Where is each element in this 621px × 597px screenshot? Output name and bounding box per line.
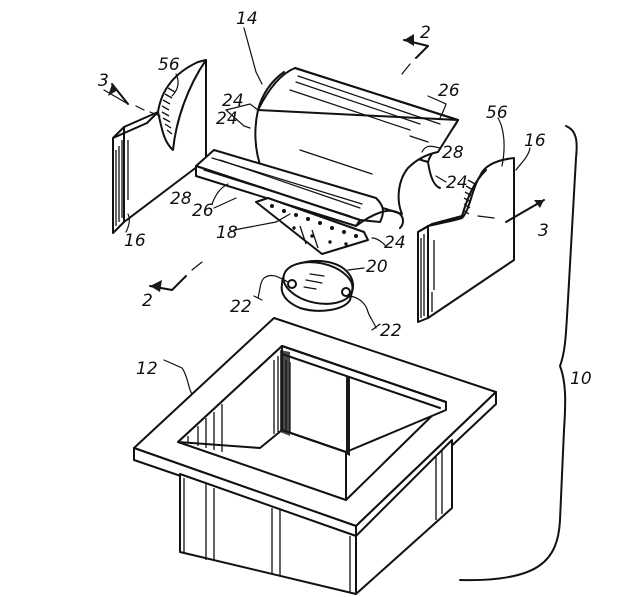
channel-tray bbox=[195, 149, 404, 229]
base-box bbox=[133, 317, 497, 595]
label-12: 12 bbox=[136, 359, 158, 379]
label-10: 10 bbox=[570, 369, 592, 389]
label-22-right: 22 bbox=[380, 321, 402, 341]
section-lines bbox=[103, 34, 545, 292]
label-16-left: 16 bbox=[124, 231, 146, 251]
label-26-left: 26 bbox=[192, 201, 214, 221]
left-end-panel bbox=[112, 59, 207, 234]
leader-lines bbox=[125, 27, 531, 395]
label-24-a: 24 bbox=[222, 91, 244, 111]
label-20: 20 bbox=[366, 257, 388, 277]
label-24-right: 24 bbox=[446, 173, 468, 193]
label-2-bottom: 2 bbox=[142, 291, 153, 311]
label-28-left: 28 bbox=[170, 189, 192, 209]
sensor-disc bbox=[253, 260, 381, 331]
right-end-panel bbox=[417, 157, 515, 323]
mounting-bracket bbox=[255, 197, 369, 255]
label-22-left: 22 bbox=[230, 297, 252, 317]
label-56-left: 56 bbox=[158, 55, 180, 75]
label-14: 14 bbox=[236, 9, 258, 29]
label-26-top: 26 bbox=[438, 81, 460, 101]
label-56-right: 56 bbox=[486, 103, 508, 123]
label-24-b: 24 bbox=[216, 109, 238, 129]
assembly-brace bbox=[459, 125, 578, 582]
label-24-bottom: 24 bbox=[384, 233, 406, 253]
label-2-top: 2 bbox=[420, 23, 431, 43]
label-3-right: 3 bbox=[538, 221, 549, 241]
label-18: 18 bbox=[216, 223, 238, 243]
reference-labels: 14 2 3 56 26 24 24 56 16 28 24 28 26 16 … bbox=[98, 9, 592, 389]
label-3-left: 3 bbox=[98, 71, 109, 91]
label-28-right: 28 bbox=[442, 143, 464, 163]
label-16-right: 16 bbox=[524, 131, 546, 151]
top-cover-panel bbox=[254, 67, 459, 215]
